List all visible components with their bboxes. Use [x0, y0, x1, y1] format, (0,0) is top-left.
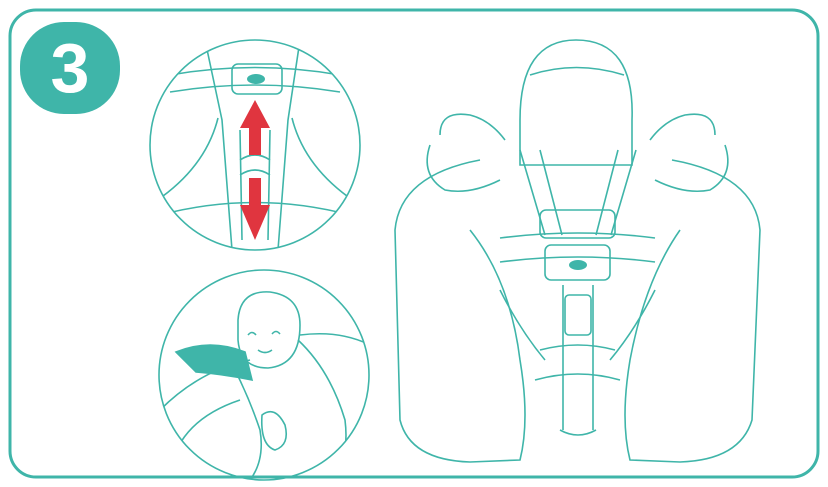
car-seat-illustration	[395, 40, 760, 462]
buckle-button	[247, 74, 265, 84]
detail-circle-buckle	[150, 40, 360, 250]
down-arrow-icon	[240, 178, 270, 240]
detail-circle-infant	[159, 270, 370, 480]
main-buckle-button	[569, 260, 587, 270]
step-number-badge: 3	[20, 22, 120, 114]
up-arrow-icon	[240, 100, 270, 155]
panel-border	[10, 10, 818, 477]
